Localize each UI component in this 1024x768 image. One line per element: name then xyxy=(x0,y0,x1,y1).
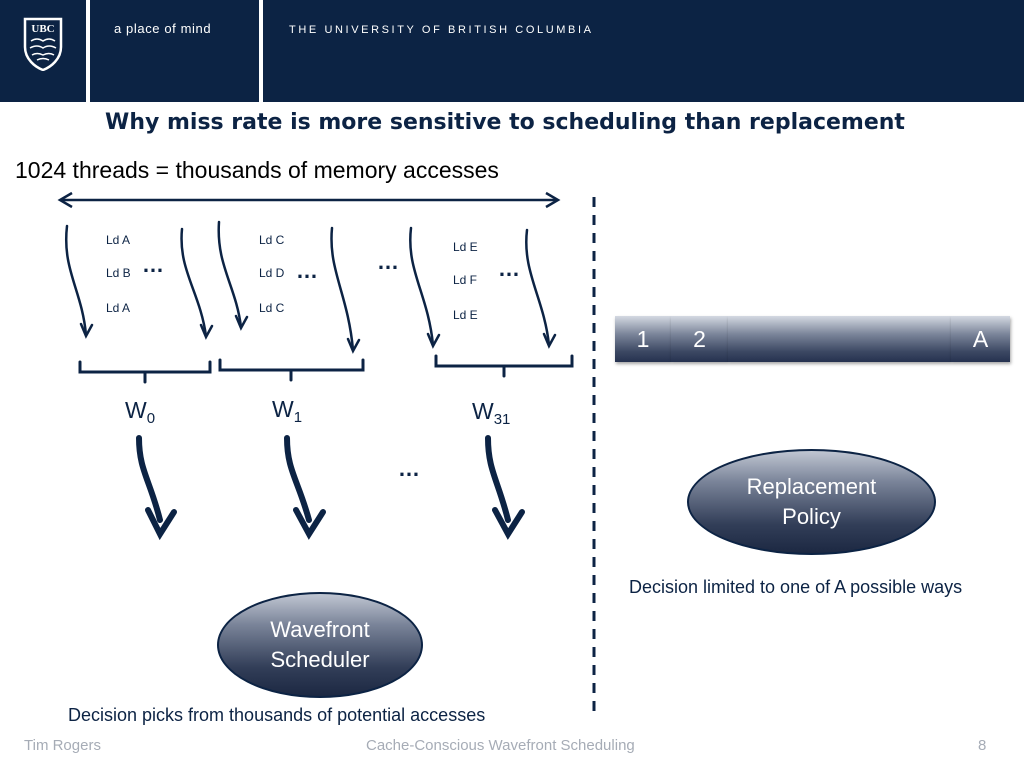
warp-brace xyxy=(434,354,574,378)
warp-flow-arrow xyxy=(136,435,163,523)
logo-text: UBC xyxy=(31,23,54,35)
ellipsis: … xyxy=(142,252,166,277)
cache-way-1: 1 xyxy=(615,316,671,362)
cache-way-a: A xyxy=(951,316,1010,362)
footer-author: Tim Rogers xyxy=(24,737,101,754)
tagline: a place of mind xyxy=(114,21,212,36)
header-bar: UBC a place of mind THE UNIVERSITY OF BR… xyxy=(0,0,1024,102)
header-divider xyxy=(86,0,90,102)
arrow-head xyxy=(426,332,441,349)
footer-page-number: 8 xyxy=(978,737,987,754)
arrow-head xyxy=(293,507,326,540)
replacement-caption: Decision limited to one of A possible wa… xyxy=(629,577,963,597)
ellipsis: … xyxy=(498,256,522,281)
cache-way-middle xyxy=(728,316,951,362)
load-label: Ld D xyxy=(259,266,285,280)
ubc-shield-logo: UBC xyxy=(23,17,63,71)
thread-arrow xyxy=(330,226,355,352)
policy-line2: Policy xyxy=(782,504,841,529)
load-label: Ld E xyxy=(453,240,478,254)
arrow-head xyxy=(199,323,214,340)
warp-brace xyxy=(218,358,365,382)
thread-arrow xyxy=(217,220,243,329)
load-label: Ld E xyxy=(453,308,478,322)
arrow-head xyxy=(542,332,557,349)
load-label: Ld A xyxy=(106,301,131,315)
university-name: THE UNIVERSITY OF BRITISH COLUMBIA xyxy=(289,24,594,36)
span-double-arrow xyxy=(57,191,561,209)
load-label: Ld C xyxy=(259,301,285,315)
scheduler-line2: Scheduler xyxy=(270,647,370,672)
header-divider xyxy=(259,0,263,102)
warp-label-w1: W1 xyxy=(272,396,303,426)
ellipsis: … xyxy=(377,249,401,274)
thread-arrow xyxy=(409,226,435,347)
cache-way-2: 2 xyxy=(671,316,728,362)
arrow-head xyxy=(234,314,249,331)
thread-arrow xyxy=(64,224,88,337)
slide-subtitle: 1024 threads = thousands of memory acces… xyxy=(15,157,499,183)
warp-brace xyxy=(78,360,212,384)
load-label: Ld A xyxy=(106,233,131,247)
load-label: Ld B xyxy=(106,266,131,280)
warp-flow-arrow xyxy=(485,435,511,523)
thread-arrow xyxy=(180,227,208,338)
arrow-head xyxy=(492,507,525,540)
arrow-head xyxy=(79,322,94,339)
scheduler-line1: Wavefront xyxy=(270,617,370,642)
footer-talk-title: Cache-Conscious Wavefront Scheduling xyxy=(366,737,635,754)
ellipsis: … xyxy=(398,456,422,481)
scheduler-caption: Decision picks from thousands of potenti… xyxy=(68,705,486,725)
load-label: Ld F xyxy=(453,273,478,287)
policy-line1: Replacement xyxy=(746,474,877,499)
load-label: Ld C xyxy=(259,233,285,247)
arrow-head xyxy=(346,337,361,354)
ellipsis: … xyxy=(296,258,320,283)
slide-title: Why miss rate is more sensitive to sched… xyxy=(105,110,905,135)
thread-arrow xyxy=(525,228,551,347)
warp-flow-arrow xyxy=(284,435,312,523)
warp-label-w31: W31 xyxy=(472,398,511,428)
arrow-head xyxy=(145,507,177,541)
warp-label-w0: W0 xyxy=(125,397,156,427)
